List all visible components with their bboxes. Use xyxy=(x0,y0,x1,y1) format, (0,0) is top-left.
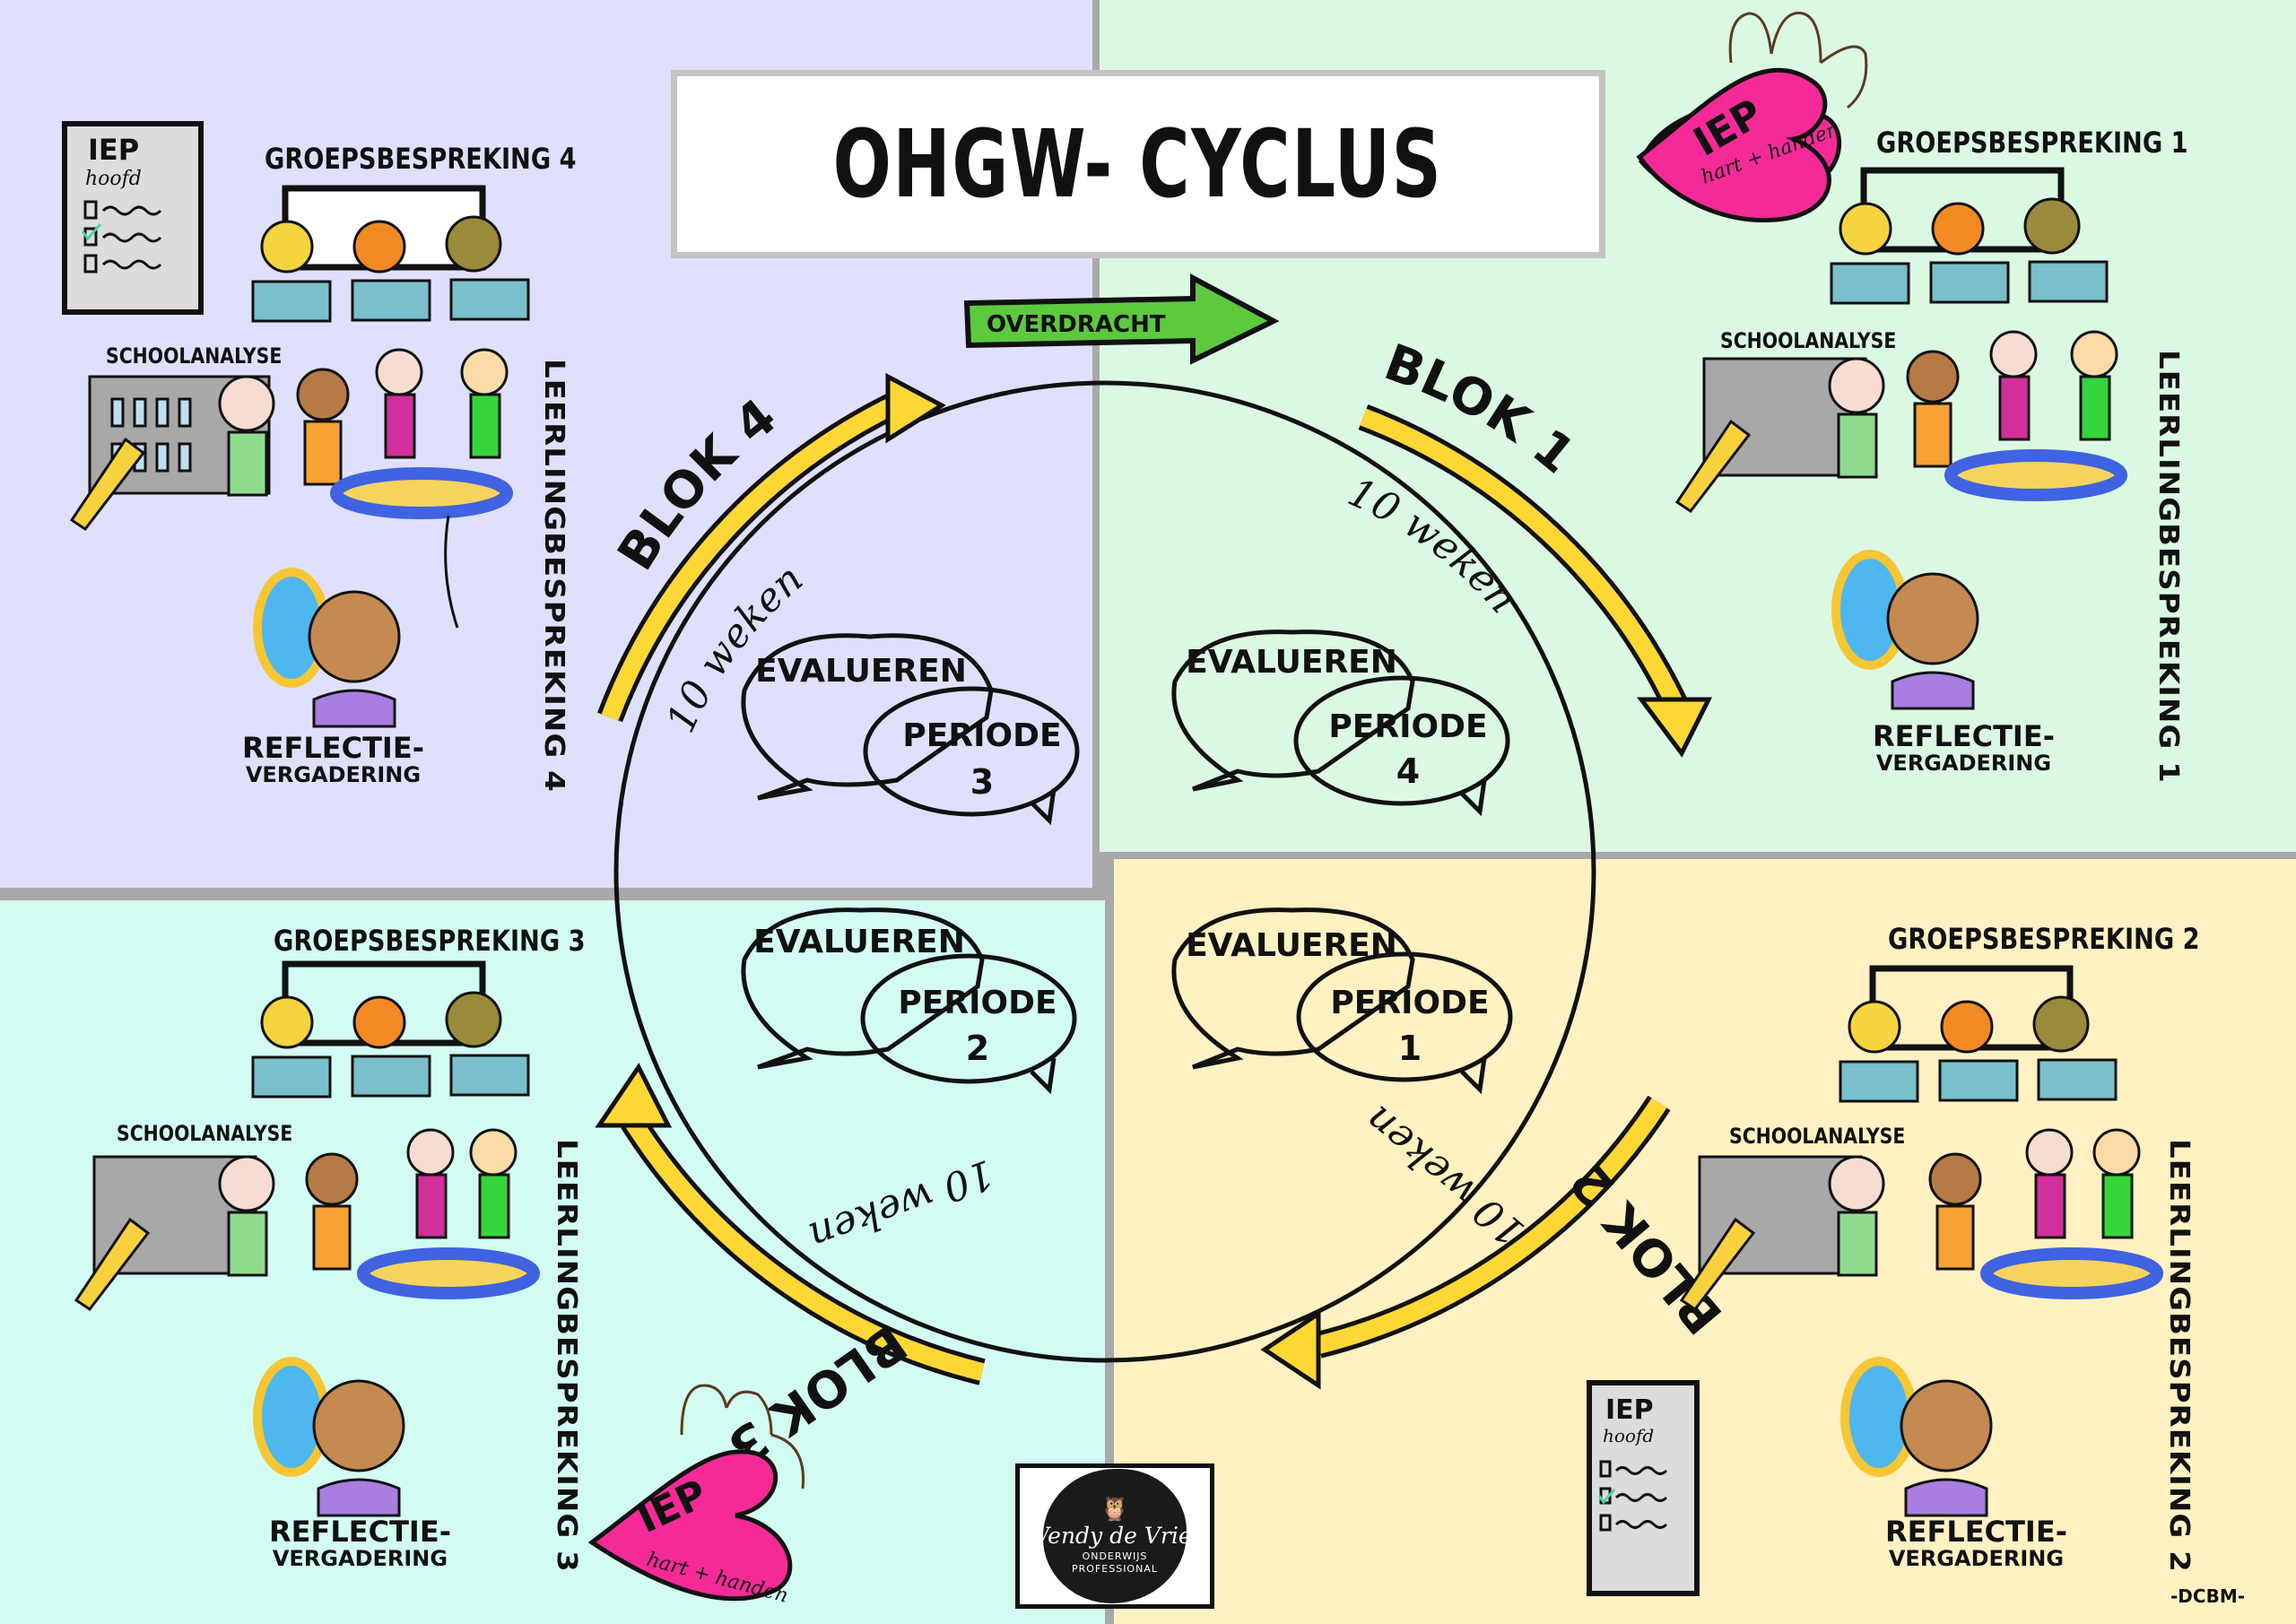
groepsbespreking-3-label: GROEPSBESPREKING 3 xyxy=(274,924,586,958)
groepsbespreking-2-label: GROEPSBESPREKING 2 xyxy=(1888,922,2200,956)
arrowhead-icon xyxy=(885,372,946,444)
students-icon xyxy=(1828,330,2127,501)
classroom-icon xyxy=(251,960,530,1099)
iep-hoofd-card: IEP hoofd xyxy=(62,121,204,315)
groepsbespreking-1-label: GROEPSBESPREKING 1 xyxy=(1876,126,2188,160)
bubble-group-periode-1: EVALUEREN PERIODE 1 xyxy=(1171,908,1513,1095)
schoolanalyse-label: SCHOOLANALYSE xyxy=(117,1121,293,1146)
mirror-reflection-icon xyxy=(1840,1357,1993,1517)
bubble-periode: PERIODE xyxy=(1328,708,1487,745)
groepsbespreking-4-label: GROEPSBESPREKING 4 xyxy=(265,142,577,176)
students-icon xyxy=(1828,1128,2163,1299)
arrowhead-icon xyxy=(1637,697,1713,758)
illustration-bottom-left xyxy=(74,960,540,1517)
logo-badge: 🦉 Wendy de Vries ONDERWIJS PROFESSIONAL xyxy=(1027,1469,1204,1603)
schoolanalyse-label: SCHOOLANALYSE xyxy=(106,343,283,369)
leerlingbespreking-4-label: LEERLINGBESPREKING 4 xyxy=(538,359,570,793)
arrowhead-icon xyxy=(1260,1309,1321,1390)
hands-icon xyxy=(680,1384,805,1489)
illustration-bottom-right xyxy=(1679,965,2163,1517)
bubble-evalueren: EVALUEREN xyxy=(1186,644,1397,681)
classroom-icon xyxy=(1839,965,2118,1103)
block-4-arrow xyxy=(596,372,946,723)
bubble-periode-number: 1 xyxy=(1398,1029,1422,1068)
bubble-periode-number: 2 xyxy=(966,1029,989,1068)
arrowhead-icon xyxy=(595,1063,673,1128)
logo-name: Wendy de Vries xyxy=(1026,1523,1204,1550)
overdracht-arrow: OVERDRACHT xyxy=(963,274,1280,365)
bubble-evalueren: EVALUEREN xyxy=(755,653,967,690)
bubble-evalueren: EVALUEREN xyxy=(753,924,965,960)
students-icon xyxy=(218,1128,540,1299)
block-2-arrow xyxy=(1260,1095,1671,1390)
iep-heart-bottom-left: IEP hart + handen xyxy=(587,1384,805,1608)
reflectievergadering-label: REFLECTIE- VERGADERING xyxy=(1885,1515,2067,1571)
title-box: OHGW- CYCLUS xyxy=(671,70,1605,258)
bubble-group-periode-3: EVALUEREN PERIODE 3 xyxy=(741,633,1080,826)
illustration-top-left: IEP hoofd xyxy=(62,121,530,728)
reflectievergadering-label: REFLECTIE- VERGADERING xyxy=(242,731,424,787)
iep-hoofd-card-bottom-right: IEP hoofd xyxy=(1587,1380,1700,1596)
block-3-duration: 10 weken xyxy=(803,1151,999,1259)
hands-icon xyxy=(1728,12,1868,109)
iep-heart-top-right: IEP hart + handen xyxy=(1636,12,1868,223)
leerlingbespreking-1-label: LEERLINGBESPREKING 1 xyxy=(2152,350,2185,784)
artist-signature: -DCBM- xyxy=(2170,1585,2246,1607)
cycle-circle xyxy=(613,380,1596,1363)
logo-subtitle: ONDERWIJS PROFESSIONAL xyxy=(1072,1550,1158,1575)
svg-text:IEP: IEP xyxy=(88,133,139,167)
schoolanalyse-label: SCHOOLANALYSE xyxy=(1720,328,1897,353)
bubble-periode-number: 4 xyxy=(1396,751,1420,791)
page-title: OHGW- CYCLUS xyxy=(833,109,1443,219)
author-logo: 🦉 Wendy de Vries ONDERWIJS PROFESSIONAL xyxy=(1015,1463,1214,1609)
bubble-group-periode-4: EVALUEREN PERIODE 4 xyxy=(1171,630,1510,817)
bubble-periode-number: 3 xyxy=(970,762,994,802)
overdracht-label: OVERDRACHT xyxy=(987,311,1166,338)
bubble-periode: PERIODE xyxy=(898,985,1057,1021)
mirror-reflection-icon xyxy=(1831,550,1979,710)
bubble-evalueren: EVALUEREN xyxy=(1186,927,1397,964)
illustration-top-right xyxy=(1674,167,2127,710)
bubble-periode: PERIODE xyxy=(902,717,1061,754)
block-1-arrow xyxy=(1358,404,1713,758)
students-icon xyxy=(218,348,513,629)
mirror-reflection-icon xyxy=(253,568,401,728)
block-3-arrow xyxy=(595,1063,986,1385)
bubble-periode: PERIODE xyxy=(1330,985,1489,1021)
svg-text:hoofd: hoofd xyxy=(85,168,142,190)
owl-icon: 🦉 xyxy=(1100,1496,1130,1524)
bubble-group-periode-2: EVALUEREN PERIODE 2 xyxy=(741,908,1077,1095)
leerlingbespreking-2-label: LEERLINGBESPREKING 2 xyxy=(2163,1139,2196,1573)
svg-text:hoofd: hoofd xyxy=(1603,1425,1654,1446)
classroom-icon xyxy=(1830,167,2109,305)
reflectievergadering-label: REFLECTIE- VERGADERING xyxy=(1873,719,2055,776)
school-building-icon xyxy=(1679,1155,1863,1312)
reflectievergadering-label: REFLECTIE- VERGADERING xyxy=(269,1515,451,1571)
svg-text:IEP: IEP xyxy=(1605,1394,1654,1426)
schoolanalyse-label: SCHOOLANALYSE xyxy=(1729,1124,1906,1149)
mirror-reflection-icon xyxy=(253,1357,405,1517)
block-2-duration: 10 weken xyxy=(1356,1097,1533,1255)
classroom-icon xyxy=(251,185,530,323)
leerlingbespreking-3-label: LEERLINGBESPREKING 3 xyxy=(551,1139,583,1573)
